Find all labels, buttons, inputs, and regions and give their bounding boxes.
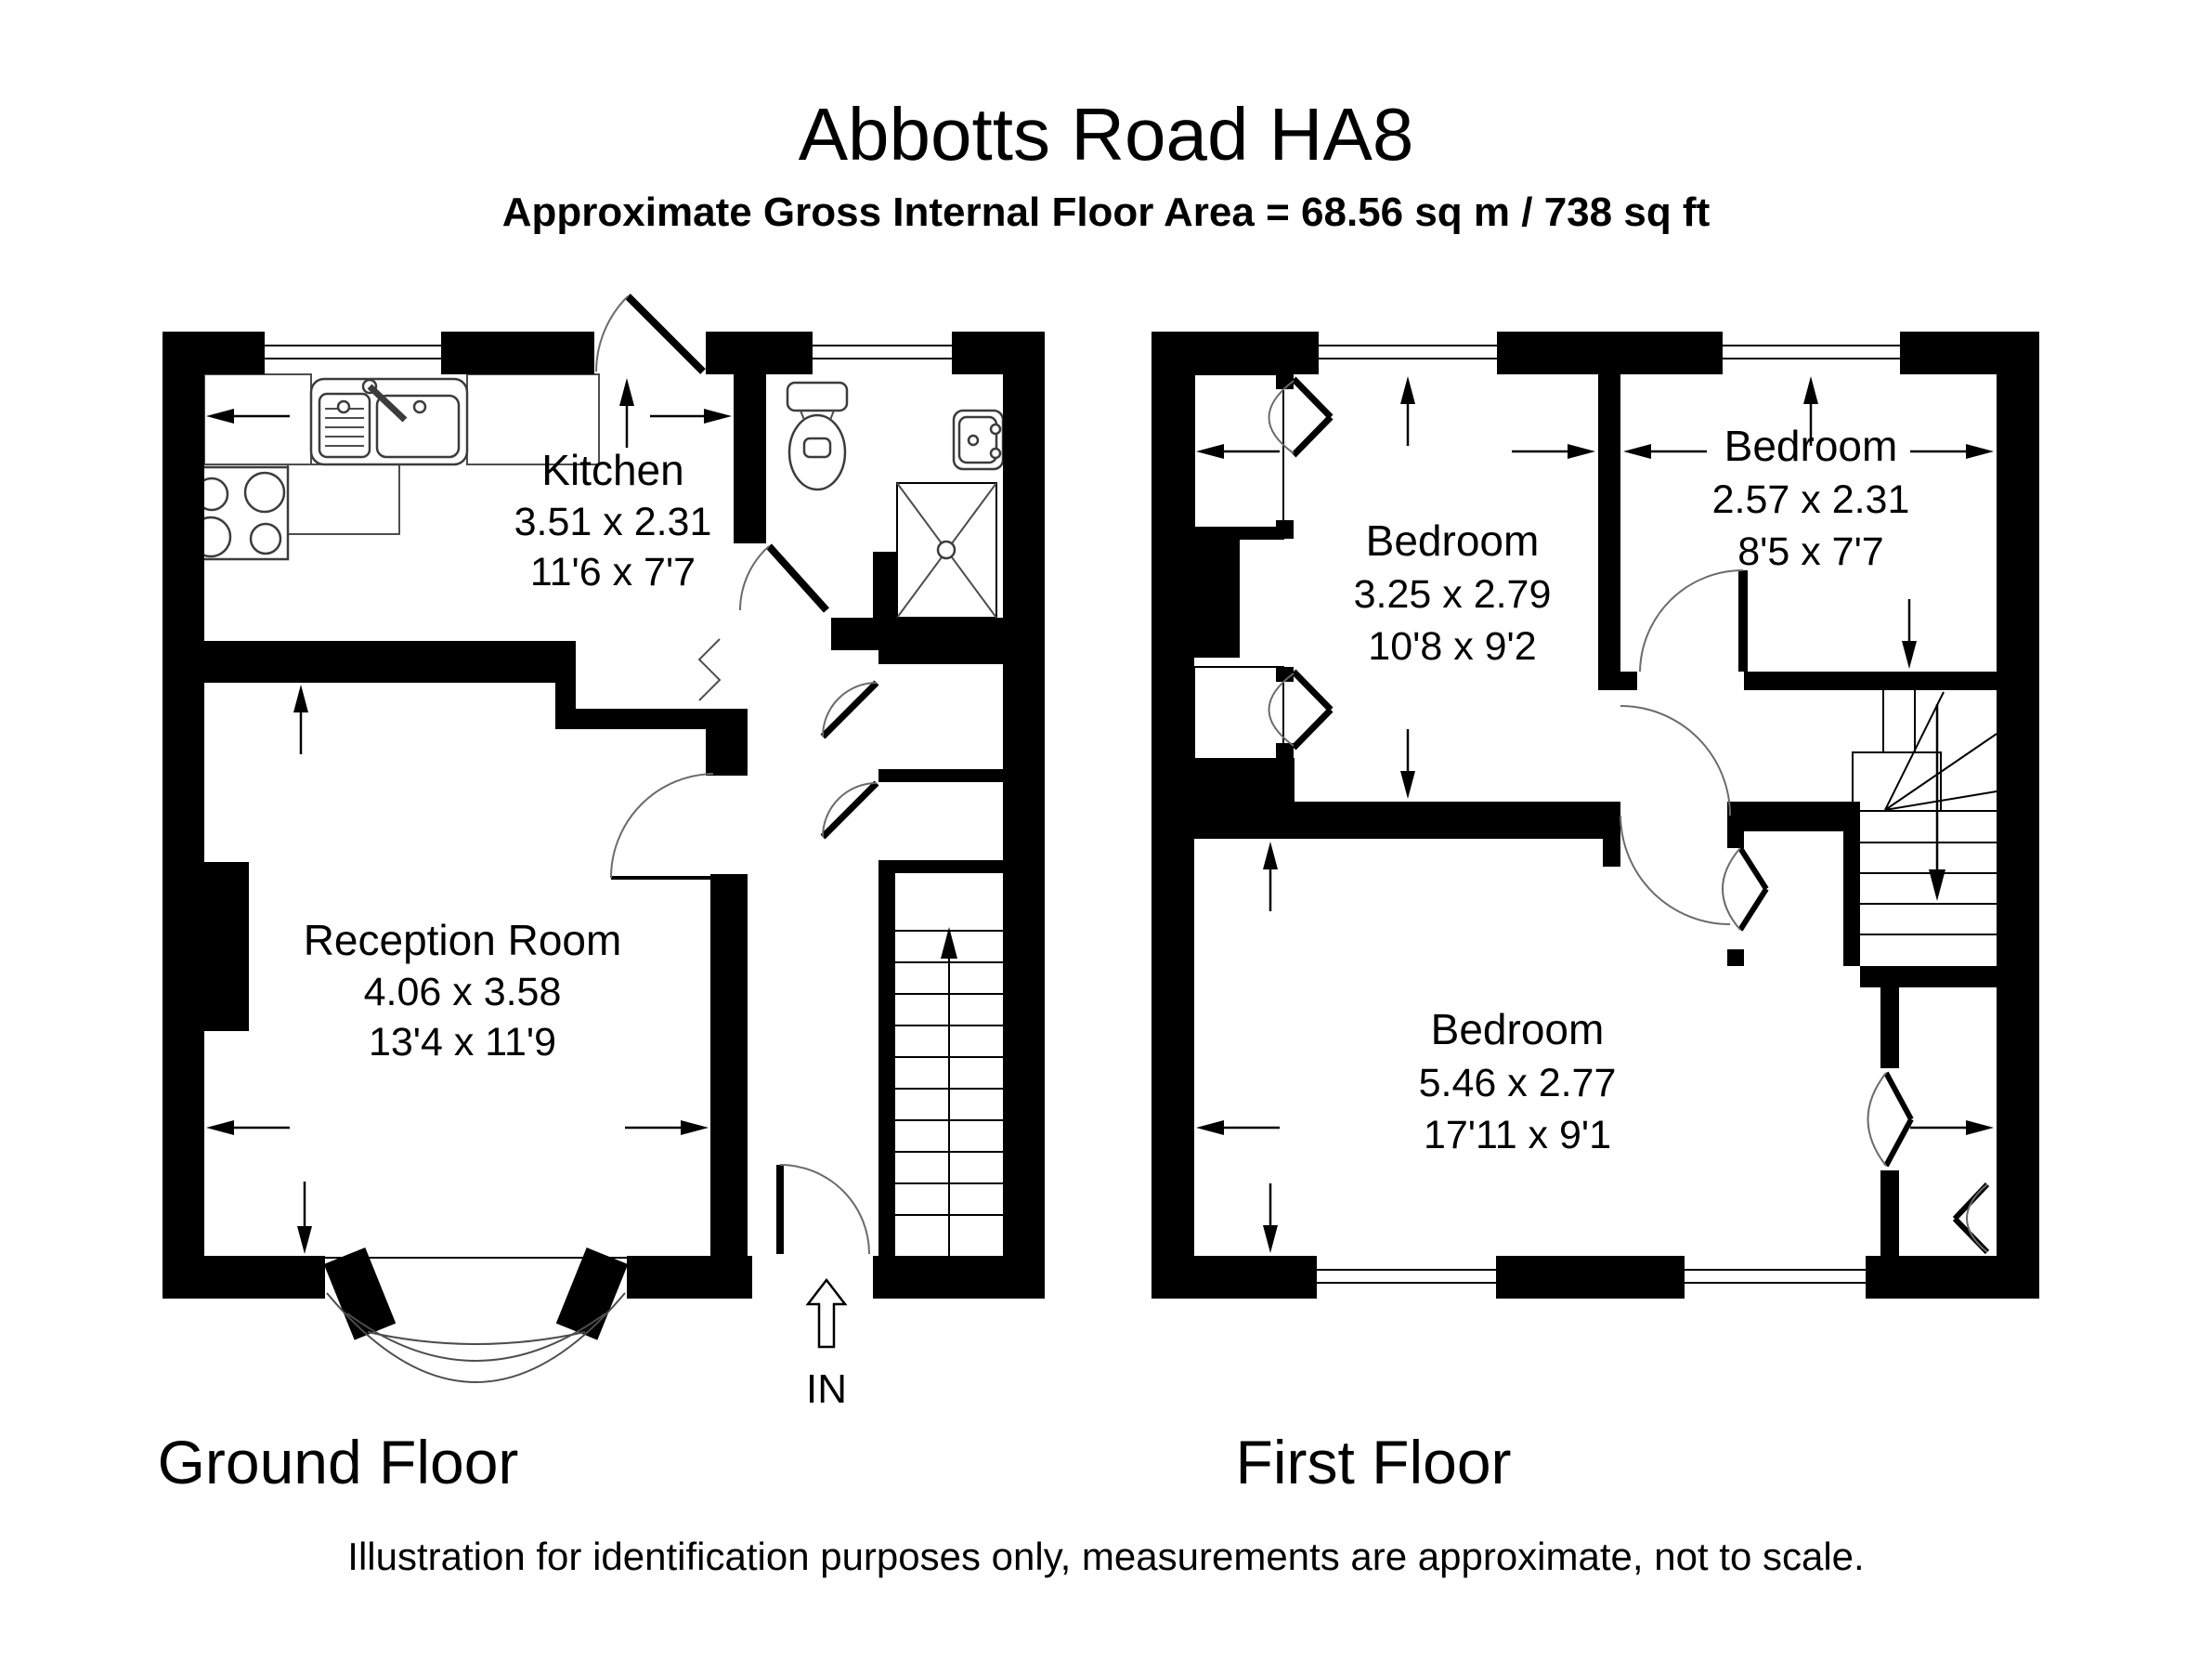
wall [734,332,766,543]
room-name: Kitchen [541,446,683,494]
measurement-arrow [1196,376,1994,1253]
wall [878,867,895,1256]
wall [1152,332,1194,1299]
room-name: Reception Room [304,916,622,964]
room-name: Bedroom [1431,1005,1605,1053]
page-title: Abbotts Road HA8 [799,93,1414,176]
wall [1860,966,1997,987]
wall [1152,332,1319,374]
stairs-up [895,927,1003,1256]
bay-window [323,1247,629,1383]
room-label-kitchen: Kitchen 3.51 x 2.31 11'6 x 7'7 [514,446,712,594]
room-dim-metric: 3.25 x 2.79 [1354,572,1552,617]
room-label-reception: Reception Room 4.06 x 3.58 13'4 x 11'9 [304,916,622,1065]
entrance-in-label: IN [806,1366,847,1412]
cupboard-door [820,680,879,840]
wall [710,874,748,1256]
wall [1152,1256,1317,1299]
ground-floor-label: Ground Floor [158,1428,519,1496]
floor-plan-ground: IN Kitchen 3.51 x 2.31 11'6 x 7'7 Recept… [158,294,1045,1496]
wall [1727,802,1860,831]
window [813,333,952,372]
wall [878,650,1003,664]
wall [1194,802,1620,839]
wall [1727,949,1744,966]
wall [1997,332,2039,1299]
door-arc [595,294,706,374]
room-label-bedroom1: Bedroom 3.25 x 2.79 10'8 x 9'2 [1354,516,1552,669]
room-dim-metric: 2.57 x 2.31 [1712,477,1910,522]
room-dim-imperial: 11'6 x 7'7 [530,550,696,594]
room-dim-imperial: 8'5 x 7'7 [1737,529,1883,574]
wall [204,641,576,683]
door-arc [610,773,714,880]
room-dim-metric: 5.46 x 2.77 [1419,1061,1617,1105]
room-label-bedroom3: Bedroom 5.46 x 2.77 17'11 x 9'1 [1419,1005,1617,1157]
wall [1744,672,1997,690]
wall [1843,831,1860,966]
wall [878,769,1003,782]
wall [706,709,748,776]
door-arc [1639,569,1748,673]
measurement-arrow [206,378,732,1254]
cupboard-door [1722,846,1769,932]
window [1723,333,1900,372]
window [1317,1258,1496,1297]
wall [1497,332,1723,374]
wall [627,1256,752,1299]
room-dim-metric: 3.51 x 2.31 [514,500,712,544]
basin-icon [952,409,1005,471]
wall [873,1256,1045,1299]
shower-icon [896,482,997,619]
cupboard-door [1867,1071,1990,1255]
toilet-icon [786,381,849,491]
door-arc [1620,705,1731,925]
wall [163,332,265,374]
wall [555,641,576,729]
floor-plan-first: Bedroom 3.25 x 2.79 10'8 x 9'2 Bedroom 2… [1152,332,2039,1496]
room-dim-imperial: 13'4 x 11'9 [369,1020,556,1065]
closet [1193,666,1334,802]
room-dim-imperial: 10'8 x 9'2 [1368,624,1536,669]
wall [1603,839,1620,867]
chimney-breast [1152,539,1240,658]
wall [1880,1170,1899,1256]
kitchen-sink-icon [309,377,469,466]
window [1685,1258,1866,1297]
wall [878,860,1003,873]
page-subtitle: Approximate Gross Internal Floor Area = … [502,189,1711,235]
wall [163,1256,325,1299]
window [1319,333,1497,372]
wall [1727,831,1744,848]
wall [1866,1256,2039,1299]
entrance-door [776,1164,870,1255]
wall [1620,672,1637,690]
room-name: Bedroom [1724,422,1898,470]
wall [873,552,897,618]
room-dim-metric: 4.06 x 3.58 [364,970,562,1014]
closet [1193,373,1334,540]
entrance-arrow-icon [805,1277,848,1349]
wall [1496,1256,1685,1299]
room-label-bedroom2: Bedroom 2.57 x 2.31 8'5 x 7'7 [1712,422,1910,574]
window [265,333,441,372]
wall [1003,332,1045,1299]
wall [163,332,204,1299]
wall [441,332,594,374]
first-floor-label: First Floor [1236,1428,1512,1496]
door-arc [739,543,829,613]
room-dim-imperial: 17'11 x 9'1 [1424,1113,1611,1157]
wall [1880,987,1899,1068]
disclaimer-text: Illustration for identification purposes… [347,1535,1864,1578]
wall [555,709,724,729]
wall [1598,374,1620,690]
opening-zigzag [697,638,722,701]
wall [831,618,1003,650]
chimney-breast [202,862,249,1031]
stairs-down [1852,690,1997,935]
room-name: Bedroom [1366,516,1540,565]
